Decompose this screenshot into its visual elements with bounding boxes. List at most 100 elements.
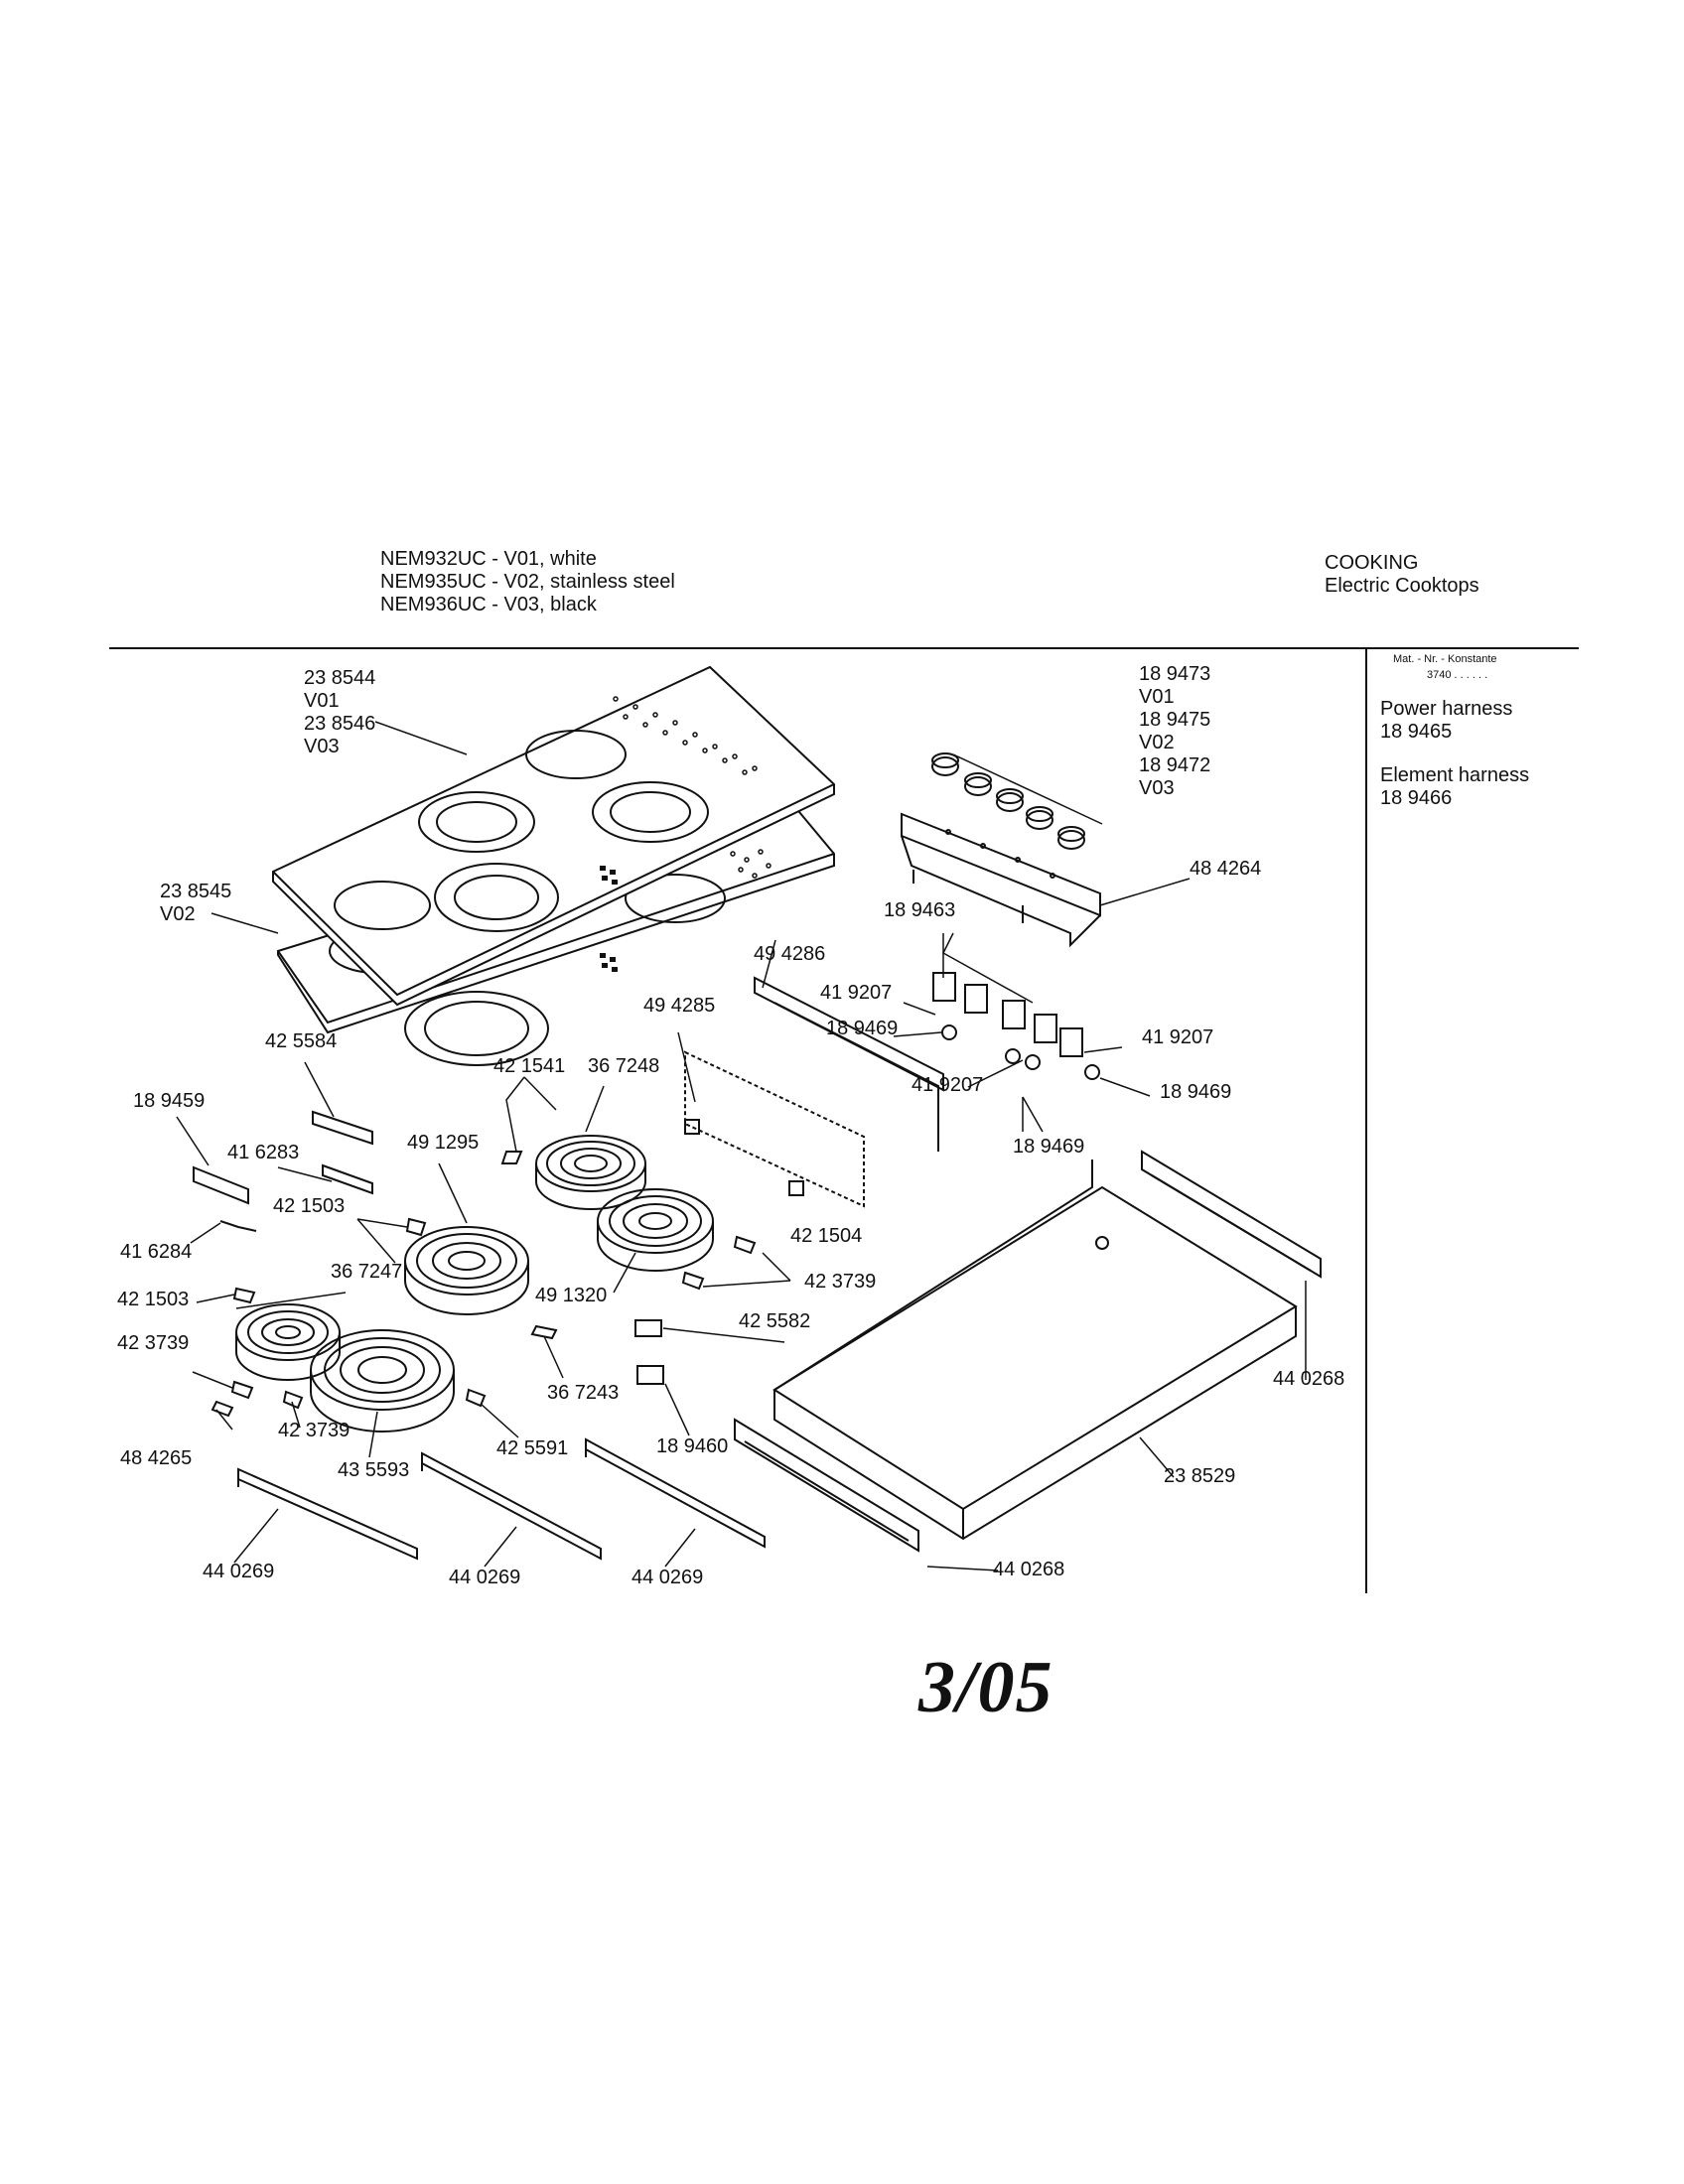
callout-glass-top-v02: 23 8545 V02 bbox=[160, 881, 231, 926]
part-number: 18 9473 bbox=[1139, 663, 1211, 685]
part-number: 18 9472 bbox=[1139, 754, 1211, 776]
mat-nr-label: Mat. - Nr. - Konstante bbox=[1393, 653, 1497, 665]
part-number: 23 8546 bbox=[304, 713, 376, 735]
variant: V01 bbox=[1139, 686, 1175, 708]
callout-side-rail-a: 44 0268 bbox=[1273, 1368, 1345, 1390]
model-line-2: NEM935UC - V02, stainless steel bbox=[380, 571, 675, 593]
clip-425591 bbox=[465, 1388, 487, 1408]
callout-element-491320: 49 1320 bbox=[535, 1285, 608, 1306]
bracket-416283 bbox=[322, 1163, 373, 1195]
part-number: 23 8545 bbox=[160, 881, 232, 902]
callout-housing: 23 8529 bbox=[1164, 1465, 1236, 1487]
callout-screw-a: 18 9469 bbox=[826, 1018, 899, 1039]
clip-421503-b bbox=[232, 1287, 256, 1304]
element-harness-part: 18 9466 bbox=[1380, 787, 1453, 809]
housing-238529 bbox=[772, 1160, 1298, 1541]
power-harness-info: Power harness 18 9465 bbox=[1380, 698, 1512, 744]
callout-element-491295: 49 1295 bbox=[407, 1132, 480, 1154]
callout-bracket-189459: 18 9459 bbox=[133, 1090, 206, 1112]
callout-side-rail-b: 44 0268 bbox=[993, 1559, 1065, 1580]
callout-control-panel: 48 4264 bbox=[1190, 858, 1262, 880]
support-c bbox=[585, 1437, 766, 1549]
terminal-189460 bbox=[636, 1365, 664, 1385]
element-367248 bbox=[535, 1135, 646, 1210]
clip-423739-b bbox=[681, 1271, 705, 1291]
callout-switch-top: 18 9463 bbox=[884, 899, 956, 921]
variant: V02 bbox=[160, 903, 196, 925]
callout-clip-425591: 42 5591 bbox=[496, 1437, 569, 1459]
callout-clip-421503-a: 42 1503 bbox=[273, 1195, 346, 1217]
clip-367243 bbox=[530, 1324, 558, 1340]
callout-clip-484265: 48 4265 bbox=[120, 1447, 193, 1469]
callout-clip-421541: 42 1541 bbox=[493, 1055, 566, 1077]
clip-484265 bbox=[210, 1400, 234, 1418]
page-number: 3/05 bbox=[918, 1647, 1053, 1728]
clip-423739-d bbox=[282, 1390, 304, 1410]
callout-support-c: 44 0269 bbox=[632, 1567, 704, 1588]
power-harness-label: Power harness bbox=[1380, 698, 1513, 720]
rail-494286 bbox=[754, 976, 944, 1152]
model-list: NEM932UC - V01, white NEM935UC - V02, st… bbox=[380, 548, 675, 616]
callout-clip-367243: 36 7243 bbox=[547, 1382, 620, 1404]
switches bbox=[932, 972, 1100, 1080]
callout-element-367247: 36 7247 bbox=[331, 1261, 403, 1283]
bracket-189459 bbox=[193, 1165, 249, 1205]
callout-support-b: 44 0269 bbox=[449, 1567, 521, 1588]
glass-top-v01-v03 bbox=[272, 665, 835, 1007]
clip-421503-a bbox=[405, 1217, 427, 1237]
callout-rail-top: 49 4286 bbox=[754, 943, 826, 965]
control-knobs bbox=[931, 752, 1085, 850]
callout-terminal-189460: 18 9460 bbox=[656, 1435, 729, 1457]
element-harness-label: Element harness bbox=[1380, 764, 1530, 786]
category-title: COOKING bbox=[1325, 552, 1419, 574]
side-rail-a bbox=[1141, 1150, 1322, 1279]
callout-clip-423739-c: 42 3739 bbox=[278, 1420, 351, 1441]
callout-clip-421503-b: 42 1503 bbox=[117, 1289, 190, 1310]
callout-clip-425584: 42 5584 bbox=[265, 1030, 338, 1052]
part-number: 23 8544 bbox=[304, 667, 376, 689]
category-block: COOKING Electric Cooktops bbox=[1325, 552, 1479, 598]
callout-switch-a: 41 9207 bbox=[820, 982, 893, 1004]
power-harness-part: 18 9465 bbox=[1380, 721, 1453, 743]
element-harness-info: Element harness 18 9466 bbox=[1380, 764, 1529, 810]
part-number: 18 9475 bbox=[1139, 709, 1211, 731]
callout-element-435593: 43 5593 bbox=[338, 1459, 410, 1481]
element-491320 bbox=[597, 1188, 714, 1272]
model-line-1: NEM932UC - V01, white bbox=[380, 548, 597, 570]
callout-switch-b: 41 9207 bbox=[912, 1074, 984, 1096]
variant: V03 bbox=[1139, 777, 1175, 799]
callout-support-a: 44 0269 bbox=[203, 1561, 275, 1582]
bracket-494285 bbox=[684, 1050, 865, 1208]
category-subtitle: Electric Cooktops bbox=[1325, 575, 1479, 597]
callout-glass-top-v01-v03: 23 8544 V01 23 8546 V03 bbox=[304, 667, 375, 758]
support-b bbox=[421, 1451, 602, 1561]
element-367247 bbox=[235, 1303, 341, 1381]
clip-425584 bbox=[312, 1110, 373, 1146]
variant: V01 bbox=[304, 690, 340, 712]
terminal-425582 bbox=[634, 1319, 662, 1337]
model-line-3: NEM936UC - V03, black bbox=[380, 594, 597, 615]
callout-switch-c: 41 9207 bbox=[1142, 1026, 1214, 1048]
callout-clip-423739-b: 42 3739 bbox=[117, 1332, 190, 1354]
callout-terminal-425582: 42 5582 bbox=[739, 1310, 811, 1332]
clip-423739-c bbox=[230, 1380, 254, 1400]
side-rail-b bbox=[734, 1418, 919, 1553]
callout-screw-c: 18 9469 bbox=[1160, 1081, 1232, 1103]
clip-423739-a bbox=[733, 1235, 757, 1255]
callout-clip-423739-a: 42 3739 bbox=[804, 1271, 877, 1293]
control-panel-bracket bbox=[901, 812, 1101, 948]
element-435593 bbox=[310, 1329, 455, 1433]
callout-wire-416284: 41 6284 bbox=[120, 1241, 193, 1263]
variant: V03 bbox=[304, 736, 340, 757]
callout-bracket-clip: 42 1504 bbox=[790, 1225, 863, 1247]
callout-knobs: 18 9473 V01 18 9475 V02 18 9472 V03 bbox=[1139, 663, 1210, 800]
support-a bbox=[237, 1467, 418, 1561]
callout-bracket-416283: 41 6283 bbox=[227, 1142, 300, 1163]
mat-nr-value: 3740 . . . . . . bbox=[1427, 669, 1488, 681]
callout-element-367248: 36 7248 bbox=[588, 1055, 660, 1077]
wire-416284 bbox=[219, 1220, 257, 1232]
clip-421541 bbox=[500, 1151, 523, 1164]
callout-screw-b: 18 9469 bbox=[1013, 1136, 1085, 1158]
variant: V02 bbox=[1139, 732, 1175, 753]
